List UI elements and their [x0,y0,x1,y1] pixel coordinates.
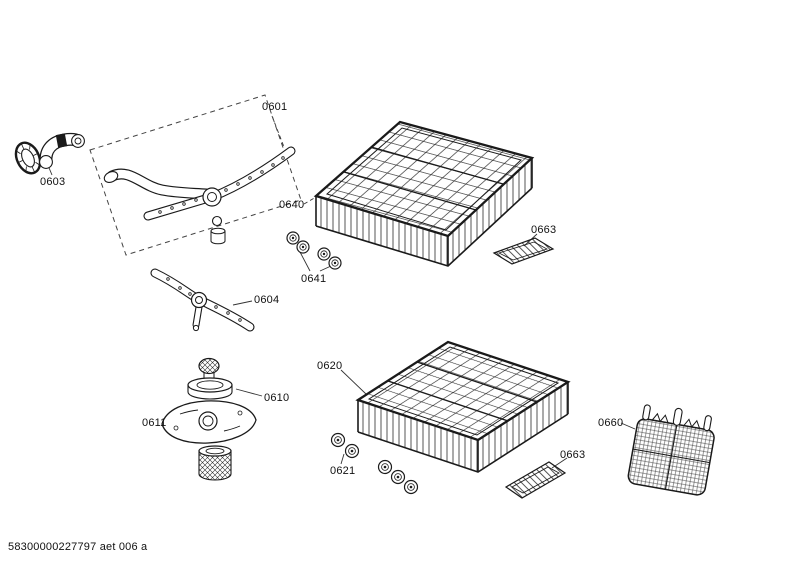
leader-0660 [620,422,636,430]
hub-nut [211,215,223,227]
part-label-0640: 0640 [279,199,305,211]
part-label-0610: 0610 [264,392,290,404]
leader-0640 [303,196,317,205]
filter-plate-drawing [161,400,257,444]
leader-0621 [340,453,345,465]
upper-rack-rollers-drawing [286,231,342,270]
lower-tray-drawing [504,461,567,499]
leader-0604 [232,300,253,306]
part-label-0611: 0611 [142,417,167,429]
leader-0610 [235,388,263,397]
upper-rack-drawing [313,120,535,267]
filter-cap-drawing [187,357,233,400]
seal-ring-drawing [14,141,42,175]
document-number: 58300000227797 aet 006 a [8,541,148,553]
part-label-0660: 0660 [598,417,624,429]
spray-holes [158,156,285,214]
assembly-boundary-dashed-box [89,94,302,256]
hose-clamp-band [55,133,68,148]
part-label-0663-upper: 0663 [531,224,557,236]
leader-0620 [340,369,367,395]
lower-rack-drawing [355,340,571,473]
upper-tray-drawing [492,237,555,265]
leader-0641 [299,251,332,272]
filter-cylinder-drawing [198,445,232,481]
part-label-0604: 0604 [254,294,280,306]
hub-bearing [210,227,226,245]
part-label-0620: 0620 [317,360,343,372]
lower-spray-arm-drawing [150,268,255,332]
inlet-elbow-drawing [39,132,85,169]
part-label-0663-lower: 0663 [560,449,586,461]
part-label-0641: 0641 [301,273,327,285]
part-label-0621: 0621 [330,465,356,477]
upper-spray-arm-assembly-drawing [103,146,296,245]
part-label-0601: 0601 [262,101,288,113]
leader-lines [46,115,636,469]
basket-handle-prongs [642,404,712,432]
part-label-0603: 0603 [40,176,66,188]
leader-0601 [271,115,285,148]
spray-holes [166,277,242,322]
cutlery-basket-drawing [627,404,715,496]
lower-rack-rollers-drawing [330,432,419,495]
